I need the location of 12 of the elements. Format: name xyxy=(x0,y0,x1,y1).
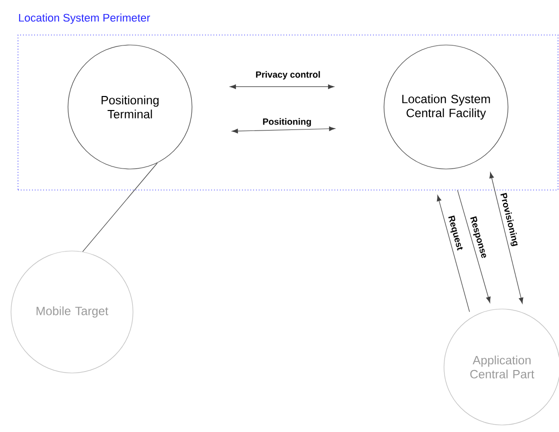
edge-label: Request xyxy=(446,214,464,252)
arrow xyxy=(457,190,491,303)
arrow xyxy=(230,84,334,90)
edge-label: Positioning xyxy=(262,117,312,128)
circle-node: Positioning Terminal xyxy=(68,44,192,170)
arrow xyxy=(489,172,524,304)
circle-node: Location System Central Facility xyxy=(384,44,508,170)
arrow xyxy=(232,126,336,134)
node-label: Location System Perimeter xyxy=(19,14,150,24)
edge-label: Privacy control xyxy=(254,70,322,81)
arrow xyxy=(436,195,470,312)
circle-node: Mobile Target xyxy=(10,250,134,374)
